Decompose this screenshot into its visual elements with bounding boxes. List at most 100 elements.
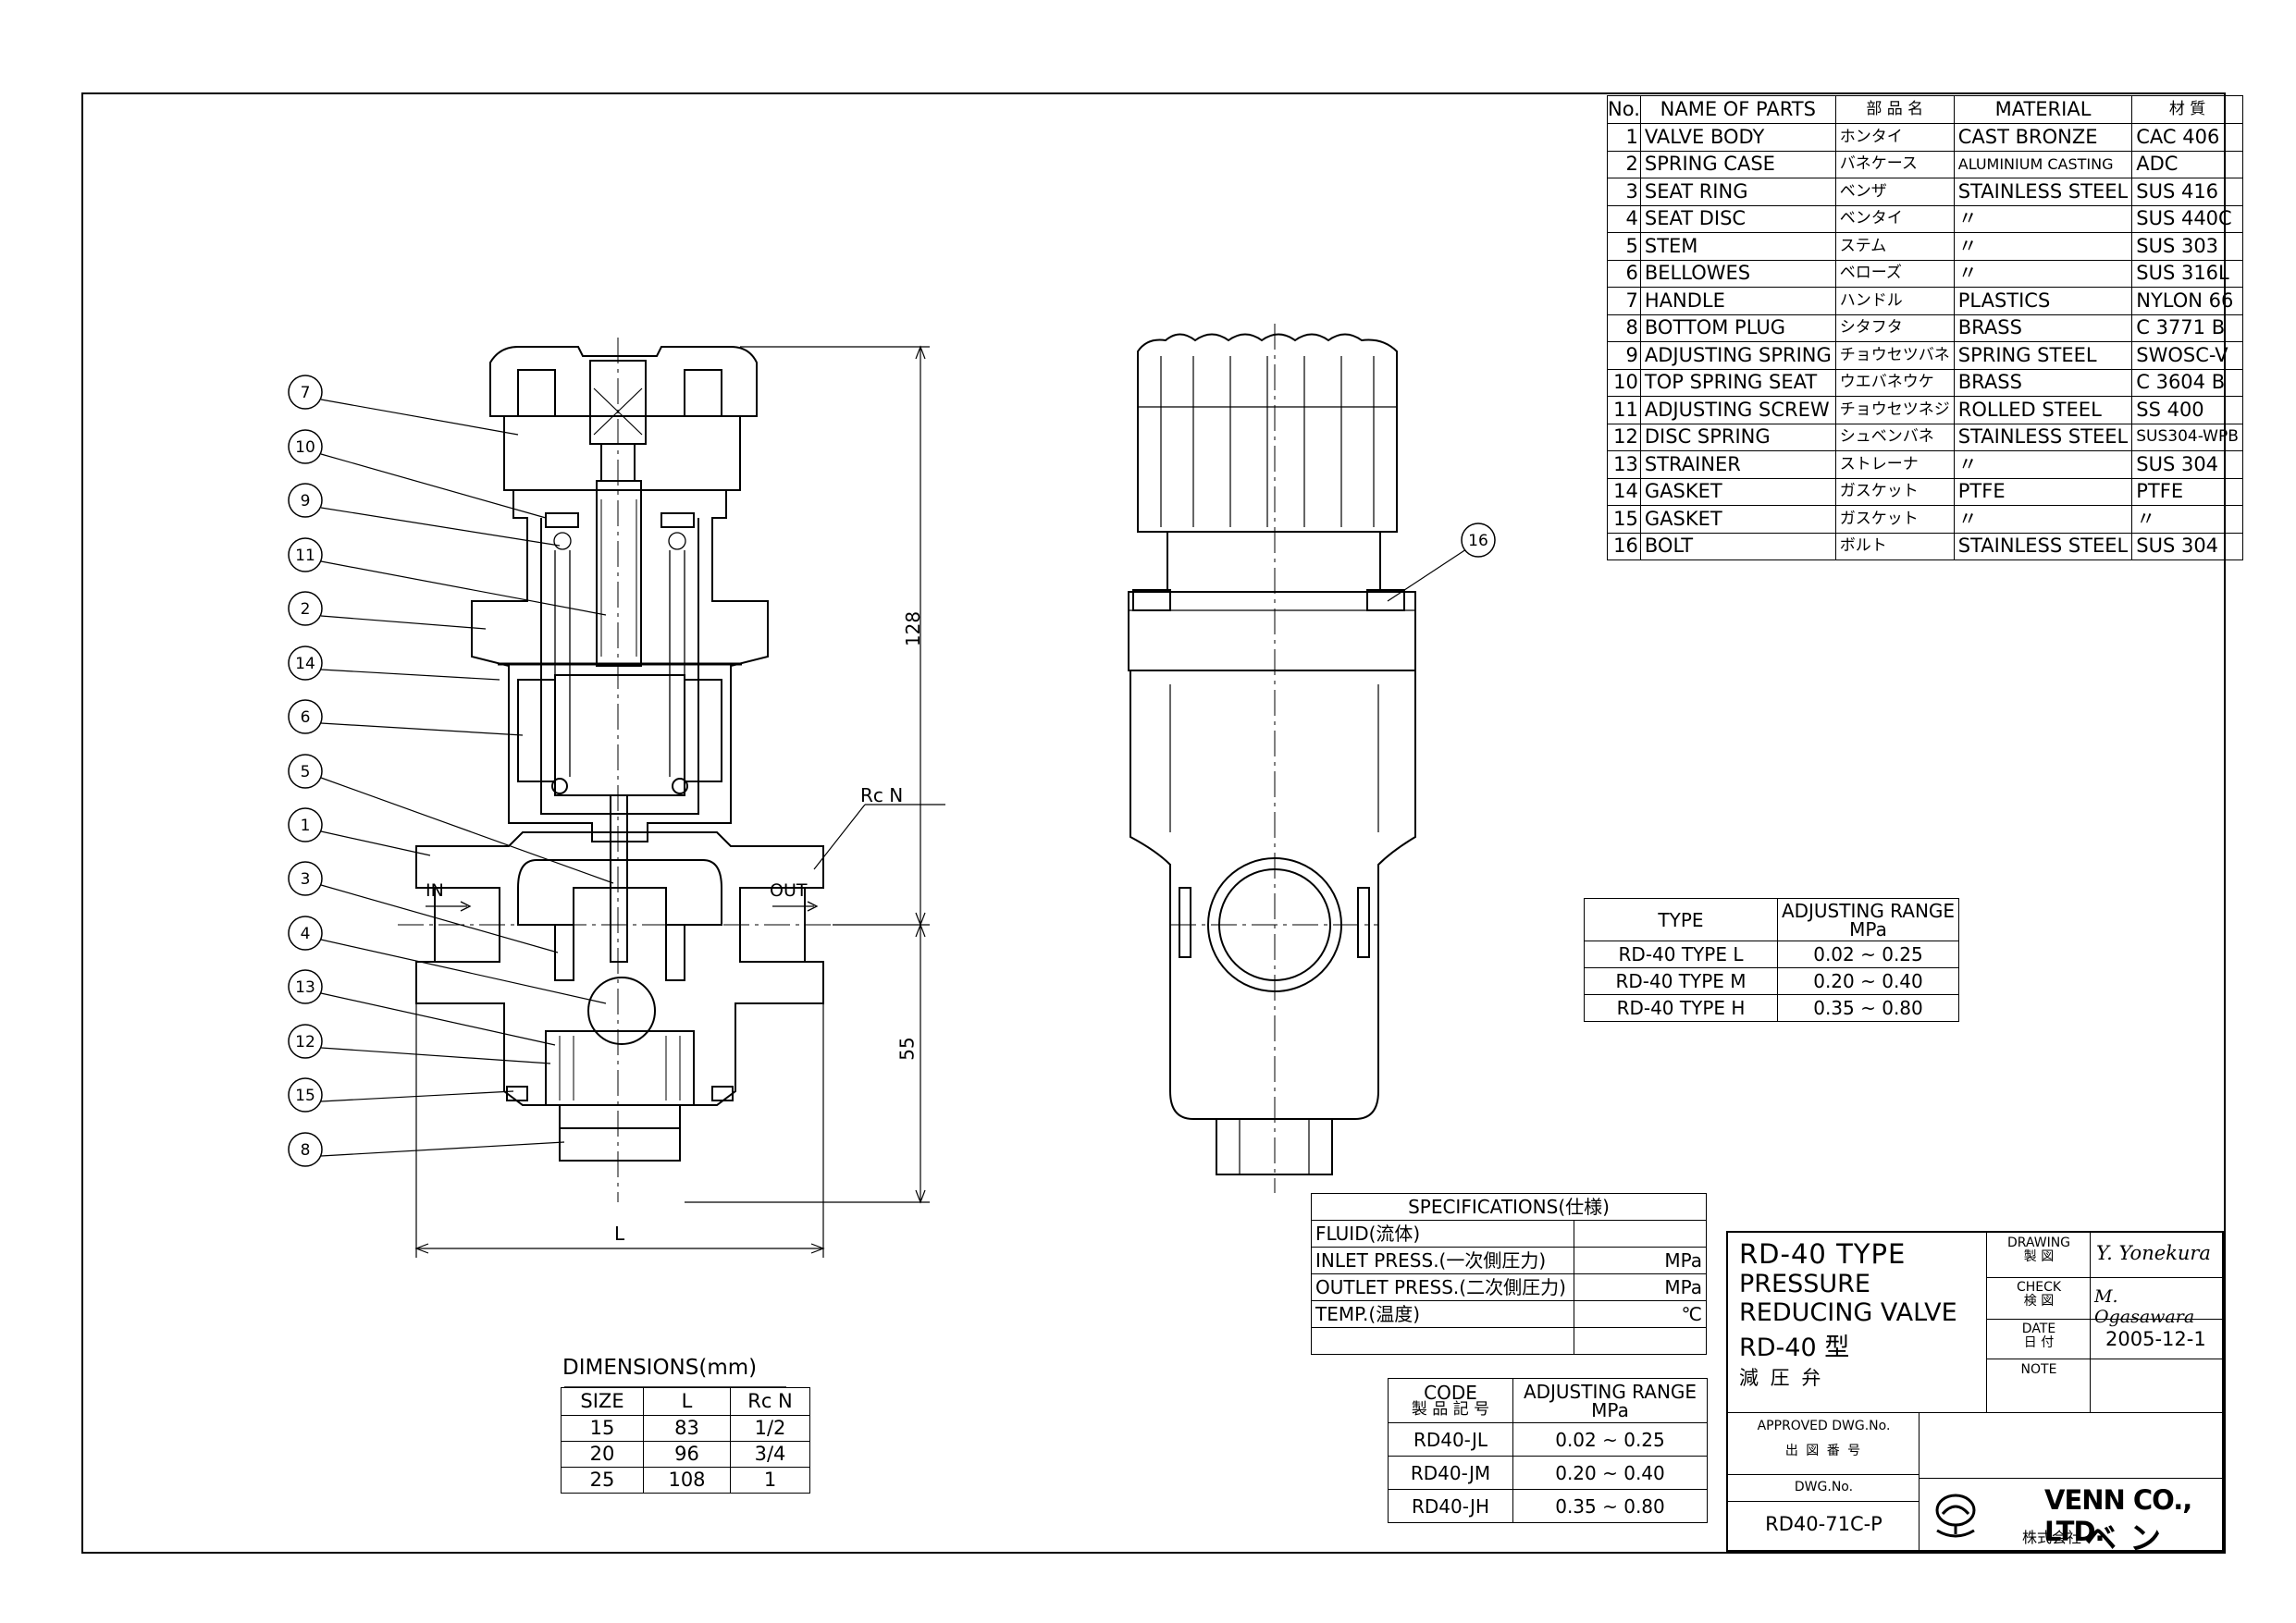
part-name-jp: バネケース	[1834, 150, 1955, 178]
part-name-jp: シタフタ	[1834, 314, 1955, 342]
specifications-table: SPECIFICATIONS(仕様) FLUID(流体)INLET PRESS.…	[1311, 1193, 1707, 1355]
part-no: 2	[1607, 150, 1641, 178]
part-no: 5	[1607, 232, 1641, 261]
part-name: DISC SPRING	[1639, 423, 1836, 451]
dim-l: 96	[643, 1441, 731, 1468]
part-material-jp: ADC	[2131, 150, 2243, 178]
type-range: 0.20 ~ 0.40	[1777, 967, 1959, 995]
part-material: 〃	[1953, 204, 2133, 233]
drawing-label: DRAWING	[2006, 1236, 2071, 1250]
dim-l: 108	[643, 1467, 731, 1494]
spec-label: INLET PRESS.(一次側圧力)	[1311, 1247, 1574, 1274]
out-label: OUT	[770, 880, 808, 901]
part-material-jp: SS 400	[2131, 396, 2243, 424]
title-line-3: REDUCING VALVE	[1739, 1298, 1957, 1327]
part-no: 11	[1607, 396, 1641, 424]
part-material: STAINLESS STEEL	[1953, 423, 2133, 451]
col-no: No.	[1607, 95, 1641, 124]
code-range-header: ADJUSTING RANGE	[1523, 1380, 1697, 1403]
part-material: STAINLESS STEEL	[1953, 532, 2133, 560]
part-name: SEAT DISC	[1639, 204, 1836, 233]
balloon-12: 12	[288, 1024, 323, 1059]
code-table: CODE 製 品 記 号 ADJUSTING RANGE MPa RD40-JL…	[1388, 1378, 1708, 1523]
part-name: GASKET	[1639, 505, 1836, 534]
part-name: VALVE BODY	[1639, 123, 1836, 152]
dim-size: 25	[561, 1467, 644, 1494]
code-value: RD40-JL	[1388, 1422, 1513, 1457]
part-name: BELLOWES	[1639, 259, 1836, 288]
part-material: CAST BRONZE	[1953, 123, 2133, 152]
check-label-jp: 検 図	[2023, 1293, 2055, 1309]
balloon-label: 12	[295, 1033, 315, 1051]
balloon-10: 10	[288, 429, 323, 464]
title-line-4: RD-40 型	[1739, 1334, 1850, 1362]
code-range: 0.02 ~ 0.25	[1512, 1422, 1708, 1457]
balloon-13: 13	[288, 969, 323, 1004]
part-name-jp: シュベンバネ	[1834, 423, 1955, 451]
balloon-9: 9	[288, 483, 323, 518]
type-name: RD-40 TYPE H	[1584, 994, 1778, 1022]
part-no: 12	[1607, 423, 1641, 451]
part-material-jp: 〃	[2131, 505, 2243, 534]
dimension-lines	[414, 345, 930, 1258]
in-label: IN	[426, 880, 444, 901]
dim-col-rcn: Rc N	[730, 1387, 810, 1416]
spec-row: TEMP.(温度)℃	[1311, 1300, 1707, 1328]
part-name-jp: ストレーナ	[1834, 450, 1955, 479]
spec-unit: MPa	[1574, 1273, 1707, 1301]
drawing-name: Y. Yonekura	[2096, 1242, 2211, 1264]
balloon-7: 7	[288, 375, 323, 410]
spec-row: FLUID(流体)	[1311, 1220, 1707, 1248]
part-material: 〃	[1953, 259, 2133, 288]
spec-row	[1311, 1327, 1707, 1355]
part-name: SEAT RING	[1639, 178, 1836, 206]
part-name-jp: ボルト	[1834, 532, 1955, 560]
col-material-jp: 材 質	[2131, 95, 2243, 124]
range-unit: MPa	[1849, 917, 1887, 941]
spec-unit	[1574, 1220, 1707, 1248]
drawing-frame	[81, 92, 2226, 1554]
part-name-jp: ベローズ	[1834, 259, 1955, 288]
part-name-jp: ハンドル	[1834, 287, 1955, 315]
leader-lines	[320, 399, 1470, 1157]
code-range-unit: MPa	[1591, 1398, 1629, 1421]
part-name: ADJUSTING SPRING	[1639, 341, 1836, 370]
balloon-1: 1	[288, 807, 323, 842]
part-material-jp: SUS 303	[2131, 232, 2243, 261]
part-material-jp: CAC 406	[2131, 123, 2243, 152]
part-name: STRAINER	[1639, 450, 1836, 479]
dim-l: 83	[643, 1415, 731, 1442]
spec-unit: MPa	[1574, 1247, 1707, 1274]
part-no: 8	[1607, 314, 1641, 342]
spec-label: FLUID(流体)	[1311, 1220, 1574, 1248]
part-no: 6	[1607, 259, 1641, 288]
balloon-label: 16	[1468, 532, 1488, 550]
balloon-14: 14	[288, 646, 323, 681]
col-name: NAME OF PARTS	[1639, 95, 1836, 124]
part-name-jp: ベンタイ	[1834, 204, 1955, 233]
part-material: ALUMINIUM CASTING	[1953, 150, 2133, 178]
code-range: 0.20 ~ 0.40	[1512, 1456, 1708, 1490]
part-no: 16	[1607, 532, 1641, 560]
part-no: 9	[1607, 341, 1641, 370]
check-name: M. Ogasawara	[2094, 1286, 2195, 1327]
balloon-label: 11	[295, 547, 315, 565]
balloon-label: 13	[295, 978, 315, 997]
drawing-label-jp: 製 図	[2023, 1248, 2055, 1264]
part-name: BOTTOM PLUG	[1639, 314, 1836, 342]
balloon-11: 11	[288, 537, 323, 572]
